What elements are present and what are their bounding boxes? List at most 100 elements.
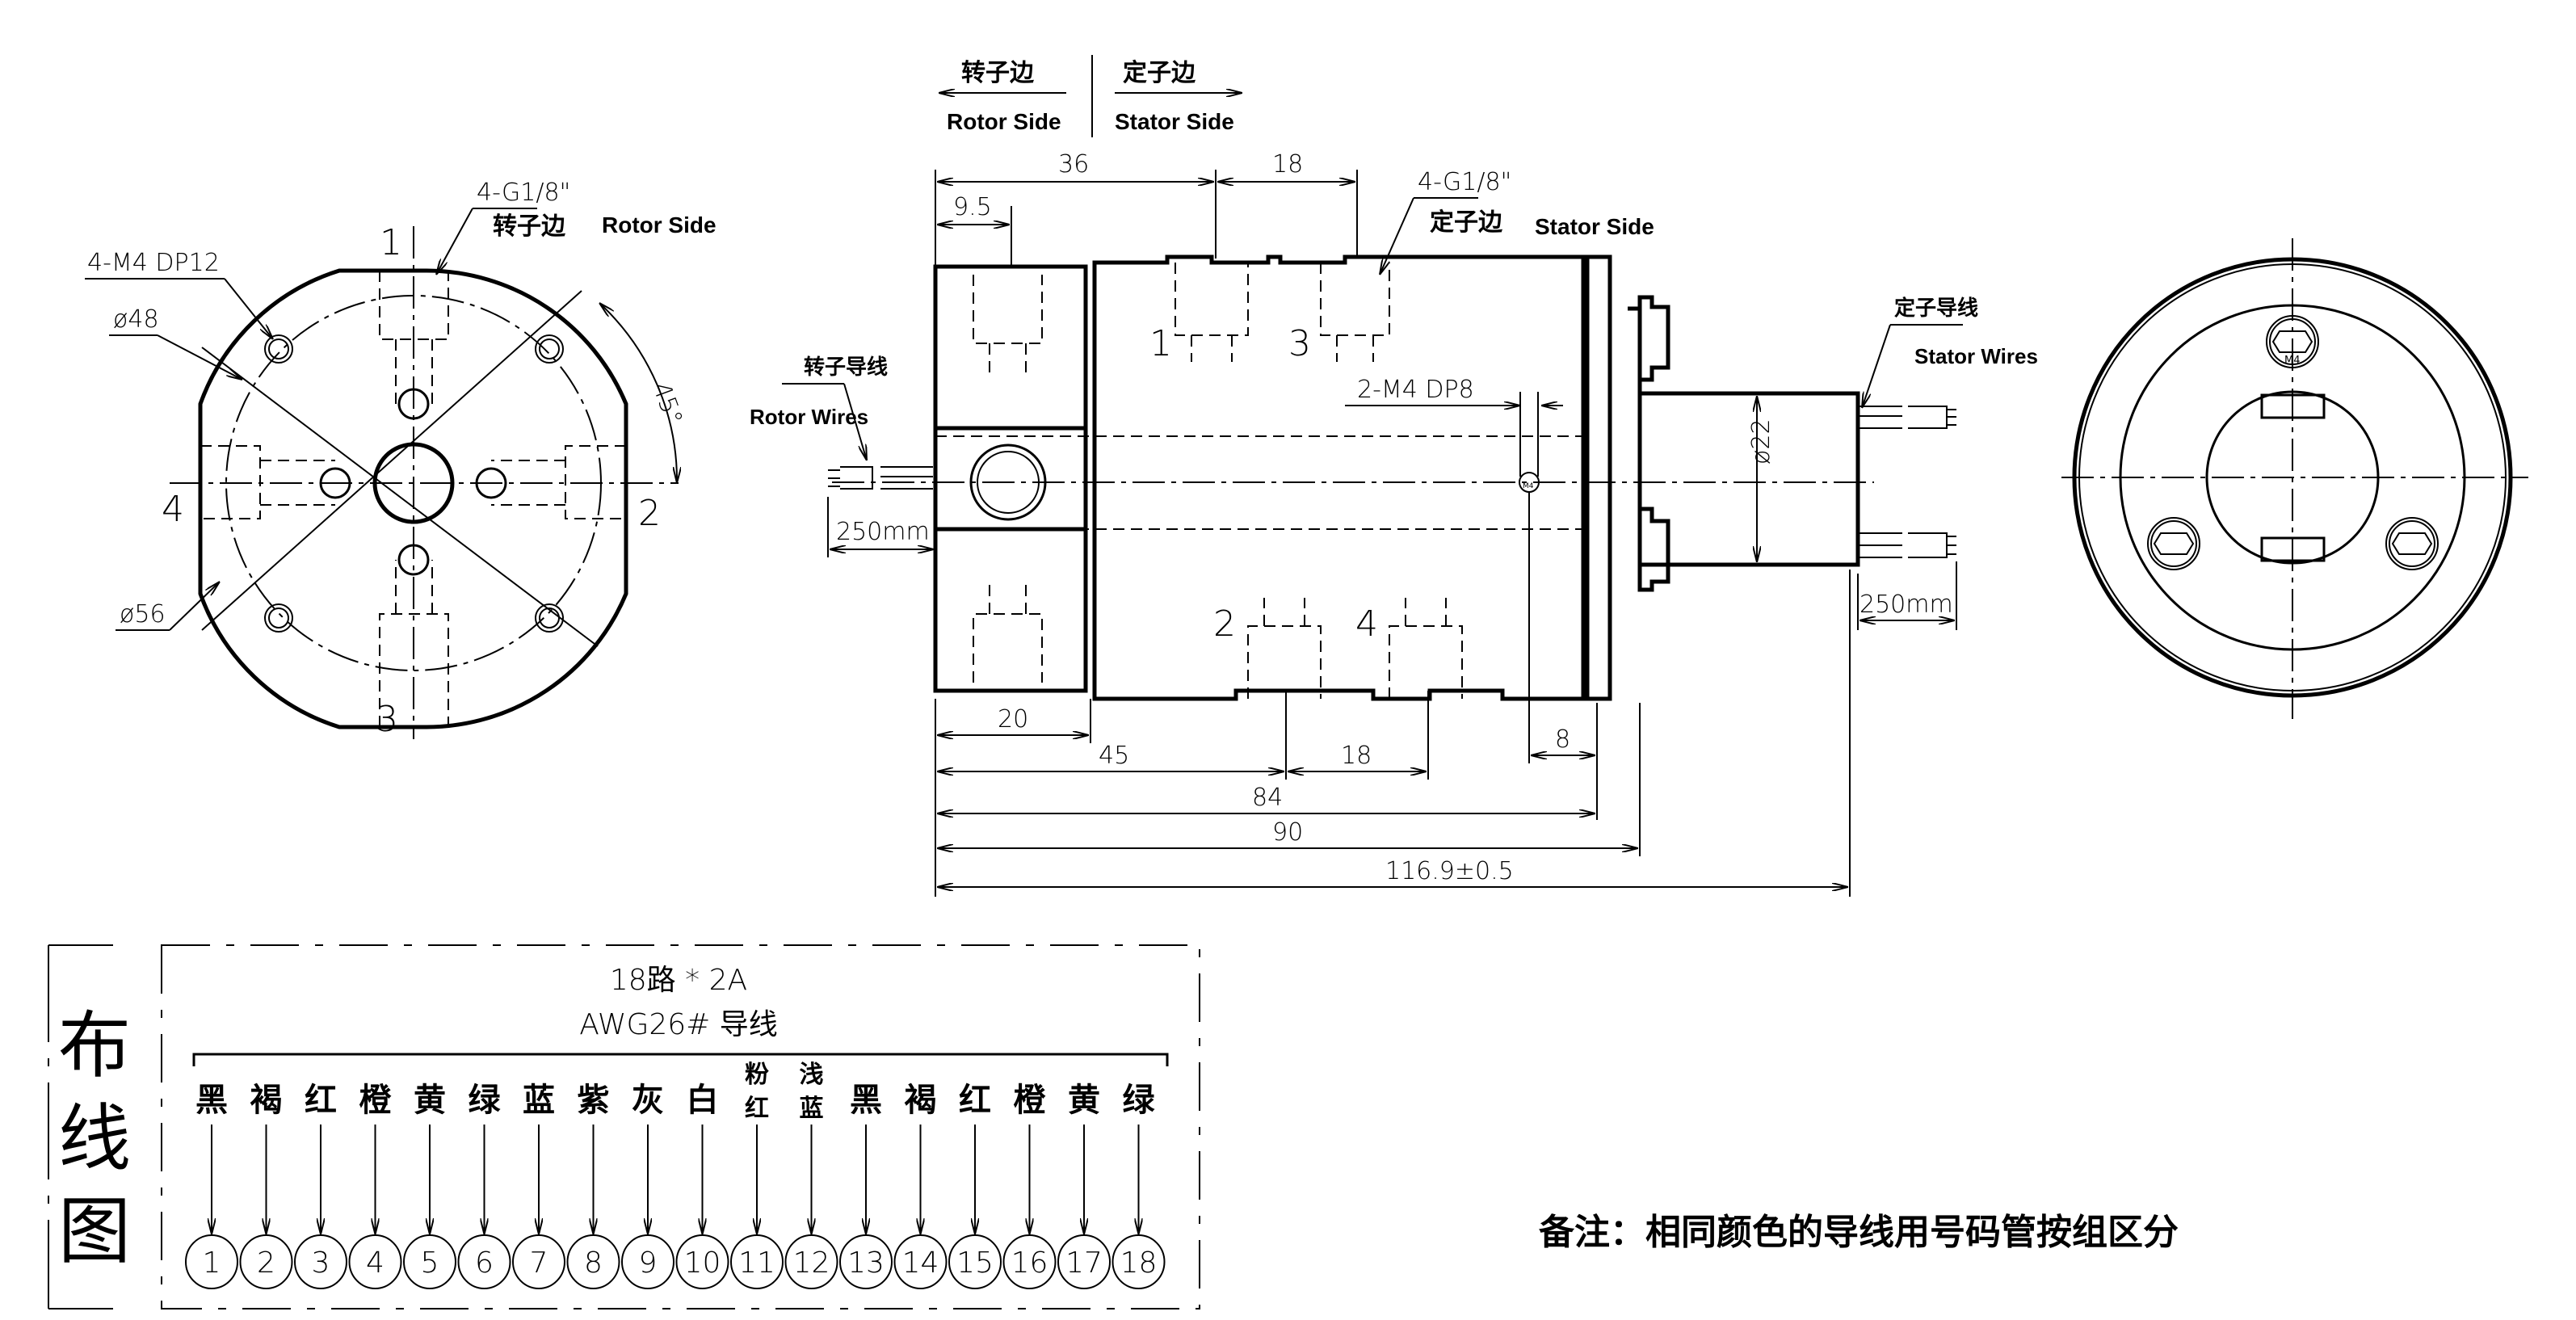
wire-item: 褐 14 — [893, 1082, 948, 1289]
wire-item: 白 10 — [675, 1082, 729, 1289]
wire-item: 浅蓝 12 — [784, 1061, 838, 1289]
wire-number-circle — [893, 1234, 948, 1289]
wire-number: 14 — [902, 1246, 939, 1280]
wire-number: 7 — [530, 1246, 548, 1280]
wire-number-circle — [948, 1234, 1002, 1289]
dim-36: 36 — [1058, 150, 1089, 179]
stator-flange — [1585, 254, 1612, 701]
wiring-spec-line1: 18路 * 2A — [610, 964, 747, 997]
wire-number-circle — [621, 1234, 674, 1289]
stator-dia-label: ø22 — [1747, 418, 1775, 465]
wire-number-circle — [239, 1234, 293, 1289]
wire-color-label: 橙 — [359, 1082, 393, 1119]
wire-color-label: 褐 — [905, 1082, 937, 1119]
wire-number: 16 — [1011, 1246, 1048, 1280]
wire-item: 紫8 — [566, 1082, 620, 1289]
connector-top — [2260, 393, 2326, 419]
rotor-block — [933, 264, 1088, 693]
wire-number: 2 — [257, 1246, 275, 1280]
wire-number-circle — [566, 1234, 620, 1289]
outer-dia-label: ø56 — [120, 600, 166, 628]
wire-color-label: 褐 — [250, 1082, 283, 1119]
side-direction-header: 转子边 Rotor Side 定子边 Stator Side — [939, 55, 1242, 137]
dim-84: 84 — [1252, 784, 1283, 812]
stator-side-cn: 定子边 — [1123, 59, 1196, 87]
wire-number: 18 — [1120, 1246, 1158, 1280]
note-text: 备注：相同颜色的导线用号码管按组区分 — [1539, 1212, 2179, 1253]
wire-list: 黑1褐2红3橙4黄5绿6蓝7紫8灰9白10粉红11浅蓝12黑13褐14红15橙1… — [185, 1061, 1166, 1289]
wire-item: 蓝7 — [512, 1082, 565, 1289]
side-port-1: 1 — [1149, 323, 1172, 364]
angle-label: 45° — [646, 379, 687, 429]
front-thread-spec: 4-G1/8" — [477, 179, 570, 207]
wire-item: 红3 — [294, 1082, 347, 1289]
side-port-4: 4 — [1355, 603, 1378, 645]
connector-bottom — [2260, 536, 2326, 562]
wire-number-circle — [403, 1234, 456, 1289]
dim-90: 90 — [1272, 818, 1303, 847]
wire-number-circle — [730, 1234, 784, 1289]
wire-color-label: 蓝 — [523, 1082, 555, 1119]
rotor-wires-icon — [828, 466, 933, 490]
wire-number-circle — [348, 1234, 402, 1289]
rotor-side-en: Rotor Side — [947, 109, 1061, 134]
wire-color-label: 黄 — [1068, 1082, 1100, 1119]
side-port-2: 2 — [1213, 603, 1236, 645]
wire-number: 1 — [203, 1246, 221, 1280]
wire-color-label: 黑 — [850, 1082, 882, 1119]
wire-color-label: 绿 — [1123, 1082, 1156, 1119]
wire-color-label: 红 — [959, 1082, 991, 1119]
dim-18-top: 18 — [1272, 150, 1303, 179]
wire-number: 9 — [639, 1246, 658, 1280]
wire-number-circle — [839, 1234, 893, 1289]
wire-number-circle — [294, 1234, 347, 1289]
front-port-2: 2 — [638, 493, 661, 534]
mount-holes-label: 4-M4 DP12 — [87, 249, 220, 277]
wire-item: 绿 18 — [1112, 1082, 1166, 1289]
wire-number: 10 — [684, 1246, 721, 1280]
wire-color-label: 蓝 — [800, 1095, 824, 1123]
wire-number: 13 — [847, 1246, 885, 1280]
wire-color-label: 橙 — [1014, 1082, 1047, 1119]
wire-color-label: 黄 — [414, 1082, 446, 1119]
front-view: 1 2 3 4 4-G1/8" 转子边 Rotor Side 4-M4 DP12… — [85, 179, 716, 740]
dim-total-length: 116.9±0.5 — [1385, 857, 1514, 885]
wiring-title-char-2: 线 — [58, 1096, 131, 1181]
dim-18-bottom: 18 — [1341, 742, 1372, 770]
wiring-title-char-1: 布 — [58, 1003, 131, 1088]
wire-item: 绿6 — [457, 1082, 511, 1289]
stator-wire-length: 250mm — [1860, 591, 1953, 619]
wiring-frame — [161, 944, 1200, 1309]
wire-item: 褐2 — [239, 1082, 293, 1289]
wire-color-label: 绿 — [469, 1082, 502, 1119]
wire-number-circle — [512, 1234, 565, 1289]
front-thread-side-en: Rotor Side — [602, 212, 716, 238]
wire-color-label: 粉 — [745, 1061, 769, 1089]
wire-number-circle — [1112, 1234, 1166, 1289]
wire-number-circle — [457, 1234, 511, 1289]
wire-number: 11 — [738, 1246, 775, 1280]
dim-20: 20 — [998, 705, 1028, 734]
wire-number-circle — [185, 1234, 238, 1289]
wire-number: 12 — [793, 1246, 830, 1280]
wire-number: 4 — [366, 1246, 385, 1280]
wiring-title-char-3: 图 — [58, 1189, 131, 1274]
wire-color-label: 浅 — [800, 1061, 824, 1089]
wire-number: 15 — [956, 1246, 994, 1280]
front-port-3: 3 — [376, 699, 398, 740]
dim-45: 45 — [1099, 742, 1129, 770]
wire-item: 橙 16 — [1002, 1082, 1057, 1289]
stator-wires-cn: 定子导线 — [1894, 296, 1978, 321]
wire-item: 灰9 — [621, 1082, 674, 1289]
angle-arc — [599, 303, 677, 483]
wire-color-label: 灰 — [632, 1082, 664, 1119]
wire-color-label: 紫 — [578, 1082, 610, 1119]
dim-8: 8 — [1555, 725, 1570, 754]
stator-shaft — [1637, 391, 1860, 567]
wire-color-label: 白 — [687, 1082, 719, 1119]
wire-item: 黑 13 — [839, 1082, 893, 1289]
mount-hole-icons — [264, 334, 564, 633]
wire-number: 5 — [421, 1246, 439, 1280]
